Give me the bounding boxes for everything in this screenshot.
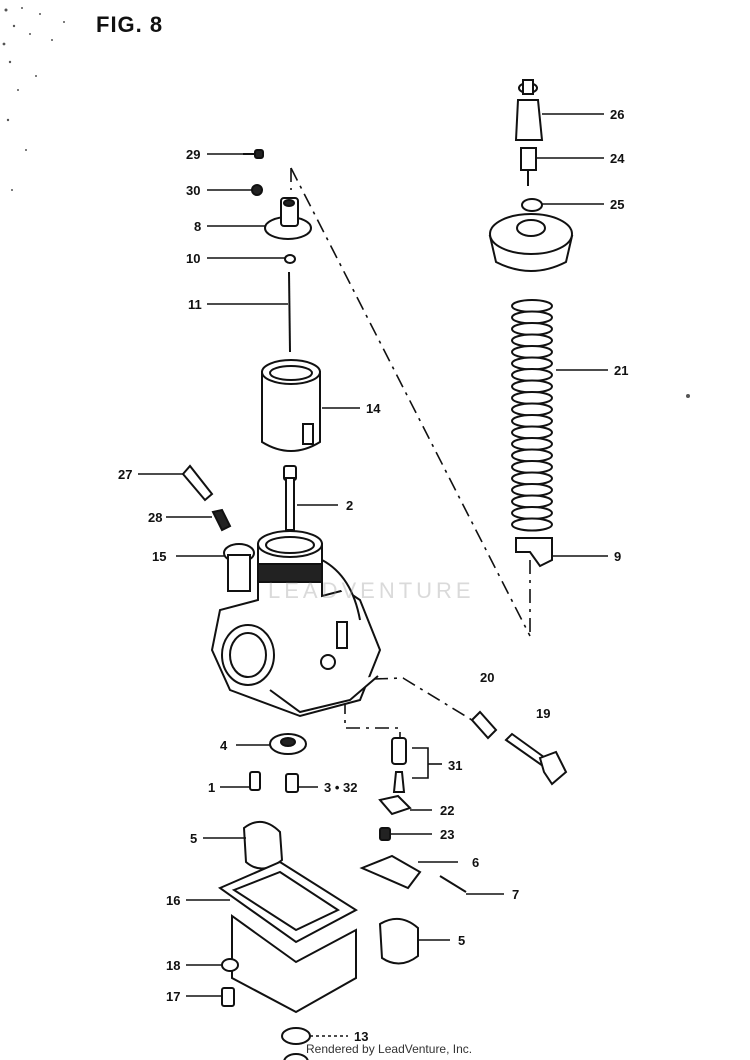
callout-28: 28 bbox=[148, 510, 162, 525]
callout-2: 2 bbox=[346, 498, 353, 513]
callout-6: 6 bbox=[472, 855, 479, 870]
part-20-pilot-jet bbox=[470, 710, 498, 740]
spring-coil bbox=[511, 345, 553, 359]
callout-29: 29 bbox=[186, 147, 200, 162]
spring-coil bbox=[511, 333, 553, 348]
part-11-jet-needle bbox=[288, 271, 291, 353]
part-16-gasket bbox=[217, 860, 358, 944]
part-4-seat bbox=[269, 733, 307, 755]
render-credit: Rendered by LeadVenture, Inc. bbox=[306, 1042, 473, 1056]
callouts: 29 30 8 10 11 14 27 2 28 15 26 24 25 21 … bbox=[118, 107, 628, 1044]
callout-20: 20 bbox=[480, 670, 494, 685]
callout-1: 1 bbox=[208, 780, 215, 795]
scan-noise bbox=[2, 7, 690, 398]
spring-coil bbox=[511, 414, 553, 428]
callout-19: 19 bbox=[536, 706, 550, 721]
part-18-drain-plug bbox=[221, 958, 239, 972]
callout-5-upper: 5 bbox=[190, 831, 197, 846]
spring-coil bbox=[511, 391, 553, 405]
part-5-float-upper bbox=[242, 821, 284, 870]
watermark-text: LEADVENTURE bbox=[268, 578, 475, 603]
carburetor-body bbox=[210, 530, 382, 718]
callout-25: 25 bbox=[610, 197, 624, 212]
guide-lines bbox=[290, 167, 531, 740]
part-25-nut bbox=[521, 198, 543, 212]
part-30-washer bbox=[251, 184, 263, 196]
callout-24: 24 bbox=[610, 151, 625, 166]
part-28-screw bbox=[211, 508, 232, 532]
part-19-air-screw bbox=[504, 732, 568, 786]
callout-13: 13 bbox=[354, 1029, 368, 1044]
part-14-throttle-valve bbox=[261, 359, 321, 452]
figure-title: FIG. 8 bbox=[96, 12, 164, 37]
part-15-cap bbox=[223, 543, 255, 592]
part-31-needle-valve bbox=[391, 737, 407, 793]
callout-7: 7 bbox=[512, 887, 519, 902]
part-9-spring-seat bbox=[515, 537, 553, 568]
part-17-screw bbox=[221, 987, 235, 1007]
callout-21: 21 bbox=[614, 363, 628, 378]
callout-18: 18 bbox=[166, 958, 180, 973]
part-8-plate bbox=[264, 197, 312, 240]
callout-16: 16 bbox=[166, 893, 180, 908]
callout-30: 30 bbox=[186, 183, 200, 198]
spring-coil bbox=[511, 299, 553, 313]
spring-coil bbox=[511, 322, 553, 336]
callout-22: 22 bbox=[440, 803, 454, 818]
callout-5-lower: 5 bbox=[458, 933, 465, 948]
spring-coil bbox=[511, 379, 553, 394]
part-7-pin bbox=[439, 875, 467, 893]
part-23-screw bbox=[379, 827, 391, 841]
part-2-needle-jet bbox=[283, 465, 297, 531]
part-5-float-lower bbox=[378, 917, 419, 965]
spring-coil bbox=[511, 310, 553, 325]
callout-26: 26 bbox=[610, 107, 624, 122]
spring-coil bbox=[511, 368, 553, 382]
part-24-adjuster bbox=[520, 147, 537, 186]
callout-10: 10 bbox=[186, 251, 200, 266]
spring-coil bbox=[511, 425, 553, 440]
callout-9: 9 bbox=[614, 549, 621, 564]
callout-27: 27 bbox=[118, 467, 132, 482]
watermark-logo: LEADVENTURE bbox=[268, 578, 475, 604]
float-bowl bbox=[231, 914, 357, 1014]
spring-coil bbox=[511, 460, 553, 474]
part-13-o-ring bbox=[281, 1027, 311, 1060]
callout-4: 4 bbox=[220, 738, 228, 753]
part-27-screw bbox=[181, 464, 214, 502]
spring-coil bbox=[511, 494, 553, 509]
spring-coil bbox=[511, 483, 553, 497]
spring-coil bbox=[511, 402, 553, 417]
part-29-screw bbox=[243, 149, 264, 159]
spring-coil bbox=[511, 506, 553, 520]
spring-coil bbox=[511, 437, 553, 451]
part-10-clip bbox=[284, 254, 296, 264]
part-3-32-jet bbox=[285, 773, 299, 793]
spring-coil bbox=[511, 517, 553, 532]
spring-coil bbox=[511, 471, 553, 486]
callout-3-32: 3 • 32 bbox=[324, 780, 357, 795]
leader-lines bbox=[138, 113, 608, 1037]
callout-15: 15 bbox=[152, 549, 166, 564]
callout-8: 8 bbox=[194, 219, 201, 234]
part-21-spring bbox=[511, 299, 553, 532]
part-1-main-jet bbox=[249, 771, 261, 791]
part-22-clip bbox=[378, 794, 412, 816]
spring-coil bbox=[511, 356, 553, 371]
spring-coil bbox=[511, 448, 553, 463]
callout-23: 23 bbox=[440, 827, 454, 842]
callout-31: 31 bbox=[448, 758, 462, 773]
part-26-rubber-cap bbox=[514, 79, 544, 141]
callout-14: 14 bbox=[366, 401, 381, 416]
part-mixing-chamber-cap bbox=[488, 213, 574, 272]
part-6-float-arm bbox=[359, 854, 422, 890]
callout-17: 17 bbox=[166, 989, 180, 1004]
callout-11: 11 bbox=[188, 297, 202, 312]
